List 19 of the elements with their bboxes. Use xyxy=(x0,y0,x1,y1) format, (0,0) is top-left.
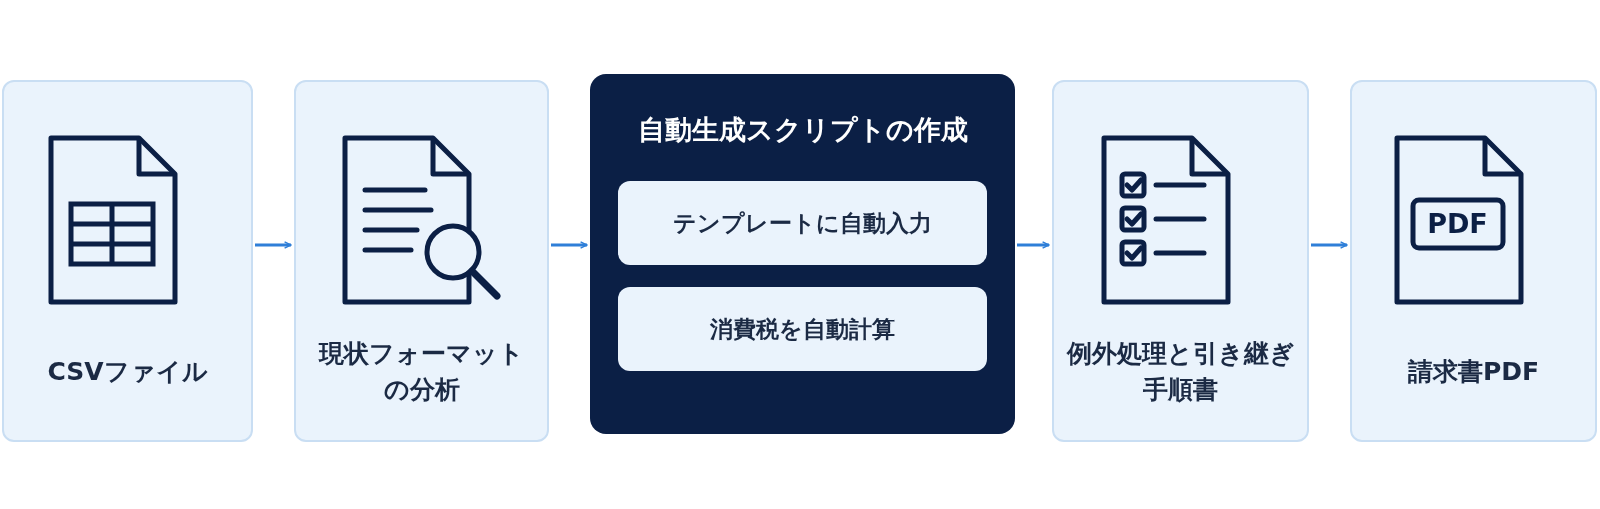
step-text: 消費税を自動計算 xyxy=(710,314,895,344)
arrow xyxy=(1311,241,1348,249)
step-card xyxy=(1052,80,1309,442)
arrow xyxy=(1017,241,1050,249)
arrow xyxy=(255,241,292,249)
step-label: 請求書PDF xyxy=(1407,356,1540,388)
step-box xyxy=(618,287,987,371)
step-label: 現状フォーマットの分析 xyxy=(317,338,525,406)
pdf-text: PDF xyxy=(1426,208,1489,240)
step-label: 例外処理と引き継ぎ手順書 xyxy=(1066,338,1295,406)
step-card xyxy=(294,80,549,442)
step-text: テンプレートに自動入力 xyxy=(673,208,932,238)
process-panel xyxy=(590,74,1015,434)
step-label: CSVファイル xyxy=(47,356,208,388)
step-box xyxy=(618,181,987,265)
arrow xyxy=(551,241,588,249)
step-card xyxy=(1350,80,1597,442)
step-card xyxy=(2,80,253,442)
panel-title: 自動生成スクリプトの作成 xyxy=(637,113,968,147)
